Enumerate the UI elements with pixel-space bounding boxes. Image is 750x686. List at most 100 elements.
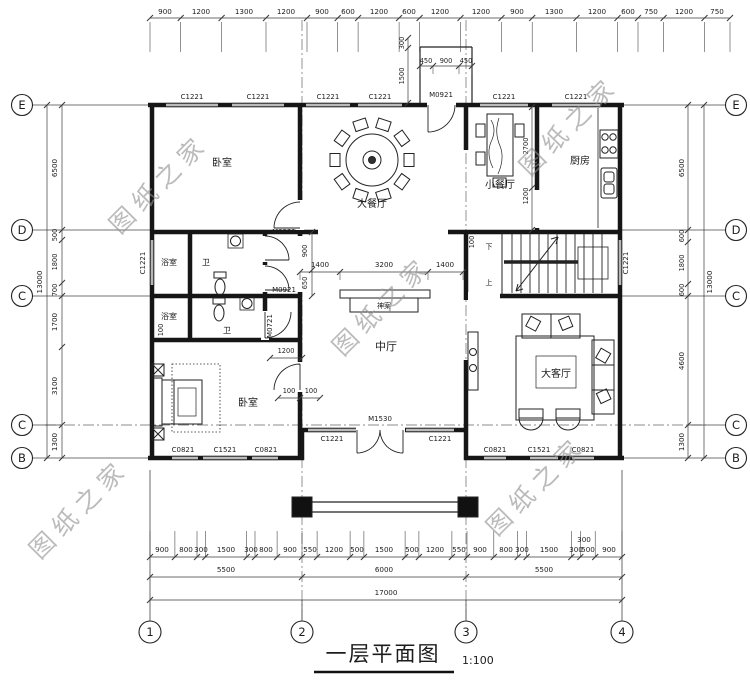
dim-label: 900 [158, 7, 172, 16]
grid-row-label: D [732, 223, 741, 237]
dim-label: 1800 [678, 255, 686, 272]
title-block: 一层平面图 1:100 [314, 642, 494, 674]
grid-row-label: C [18, 289, 26, 303]
room-label-hall: 中厅 [375, 340, 397, 353]
dim-label: 6500 [677, 158, 686, 177]
furniture [151, 108, 619, 518]
dim-label: 1300 [50, 432, 59, 451]
room-label-kitchen: 厨房 [570, 154, 590, 167]
dim-label: 550 [303, 545, 317, 554]
window-tag: C1221 [493, 93, 516, 101]
window-tag: C1221 [321, 435, 344, 443]
dim-label: 800 [259, 545, 273, 554]
room-label-bedroom: 卧室 [238, 396, 258, 409]
window-tag: C1221 [565, 93, 588, 101]
dim-label: 650 [301, 277, 309, 290]
dim-label: 500 [405, 545, 419, 554]
dim-label: 1200 [325, 545, 344, 554]
dim-label: 6500 [50, 158, 59, 177]
room-label-dining: 大餐厅 [357, 197, 387, 210]
window-tag: C0821 [572, 446, 595, 454]
dim-label: 300 [244, 545, 258, 554]
grid-row-label: E [18, 98, 25, 112]
dimension-lines [43, 14, 734, 604]
altar-table [339, 289, 431, 313]
window-tag: C1221 [317, 93, 340, 101]
room-label-bath: 浴室 [161, 311, 177, 321]
dim-label: 500 [350, 545, 364, 554]
window-tag: C0821 [484, 446, 507, 454]
room-label-bath: 浴室 [161, 257, 177, 267]
window-tag: C1221 [181, 93, 204, 101]
dim-label: 300 [194, 545, 208, 554]
window-tag: C0821 [255, 446, 278, 454]
dim-label: 1200 [675, 7, 694, 16]
dim-label: 4600 [677, 351, 686, 370]
dim-label: 800 [499, 545, 513, 554]
porch-column [457, 496, 479, 518]
dining-chairs [329, 117, 415, 203]
dim-label: 1200 [472, 7, 491, 16]
porch [291, 496, 479, 518]
dim-label: 1200 [370, 7, 389, 16]
dim-label: 100 [283, 387, 296, 395]
dim-label: 1200 [426, 545, 445, 554]
dim-label: 1200 [192, 7, 211, 16]
windows [149, 102, 623, 461]
doors [264, 104, 456, 454]
right-dimension-labels: 6500 600 1800 600 4600 1300 13000 [677, 158, 714, 451]
living-room-set [515, 313, 615, 431]
window-tag: C1221 [622, 252, 630, 275]
dim-label: 1400 [311, 260, 330, 269]
dim-label: 13000 [705, 270, 714, 293]
dim-label: 300 [577, 535, 591, 544]
room-label-living: 大客厅 [541, 367, 571, 380]
dim-label: 1200 [522, 188, 530, 205]
watermark: 图纸之家 [23, 453, 134, 564]
dim-label: 750 [644, 7, 658, 16]
grid-row-label: C [18, 418, 26, 432]
dim-label: 900 [473, 545, 487, 554]
grid-row-label: C [732, 289, 740, 303]
dim-label: 900 [315, 7, 329, 16]
dim-label: 900 [440, 57, 453, 65]
dim-label: 1800 [51, 254, 59, 271]
dim-label: 1200 [278, 347, 295, 355]
dim-label: 1200 [588, 7, 607, 16]
door-tag: M0921 [272, 286, 296, 294]
kitchen-fixtures [597, 108, 619, 228]
dim-label: 750 [710, 7, 724, 16]
window-tag: C1521 [214, 446, 237, 454]
dim-label: 550 [452, 545, 466, 554]
room-label-small-dining: 小餐厅 [485, 178, 515, 191]
room-labels: 卧室 大餐厅 小餐厅 厨房 浴室 卫 浴室 卫 中厅 大客厅 卧室 神案 下 上 [161, 154, 590, 409]
window-tag: C1221 [247, 93, 270, 101]
stairs [501, 232, 609, 296]
dim-label: 13000 [35, 270, 44, 293]
dim-label: 2700 [522, 138, 530, 155]
dim-label: 300 [398, 37, 406, 50]
bed [151, 363, 221, 441]
dim-label: 100 [157, 324, 165, 337]
dim-label: 500 [51, 229, 59, 242]
room-label-wc: 卫 [223, 326, 231, 335]
room-label-bedroom: 卧室 [212, 156, 232, 169]
dim-label: 1200 [277, 7, 296, 16]
porch-column [291, 496, 313, 518]
grid-col-label: 3 [462, 625, 469, 639]
dim-label: 1500 [540, 545, 559, 554]
dim-label: 600 [678, 230, 686, 243]
grid-row-label: E [732, 98, 739, 112]
dim-label: 100 [468, 236, 476, 249]
dim-label: 300 [569, 545, 583, 554]
watermark: 图纸之家 [513, 70, 624, 181]
drawing-title: 一层平面图 [326, 642, 441, 666]
armchair [518, 408, 544, 419]
dim-label: 450 [420, 57, 433, 65]
dim-label: 1300 [545, 7, 564, 16]
dim-label: 600 [341, 7, 355, 16]
dim-label: 450 [460, 57, 473, 65]
door-tag: M0921 [429, 91, 453, 99]
dim-label: 1300 [235, 7, 254, 16]
